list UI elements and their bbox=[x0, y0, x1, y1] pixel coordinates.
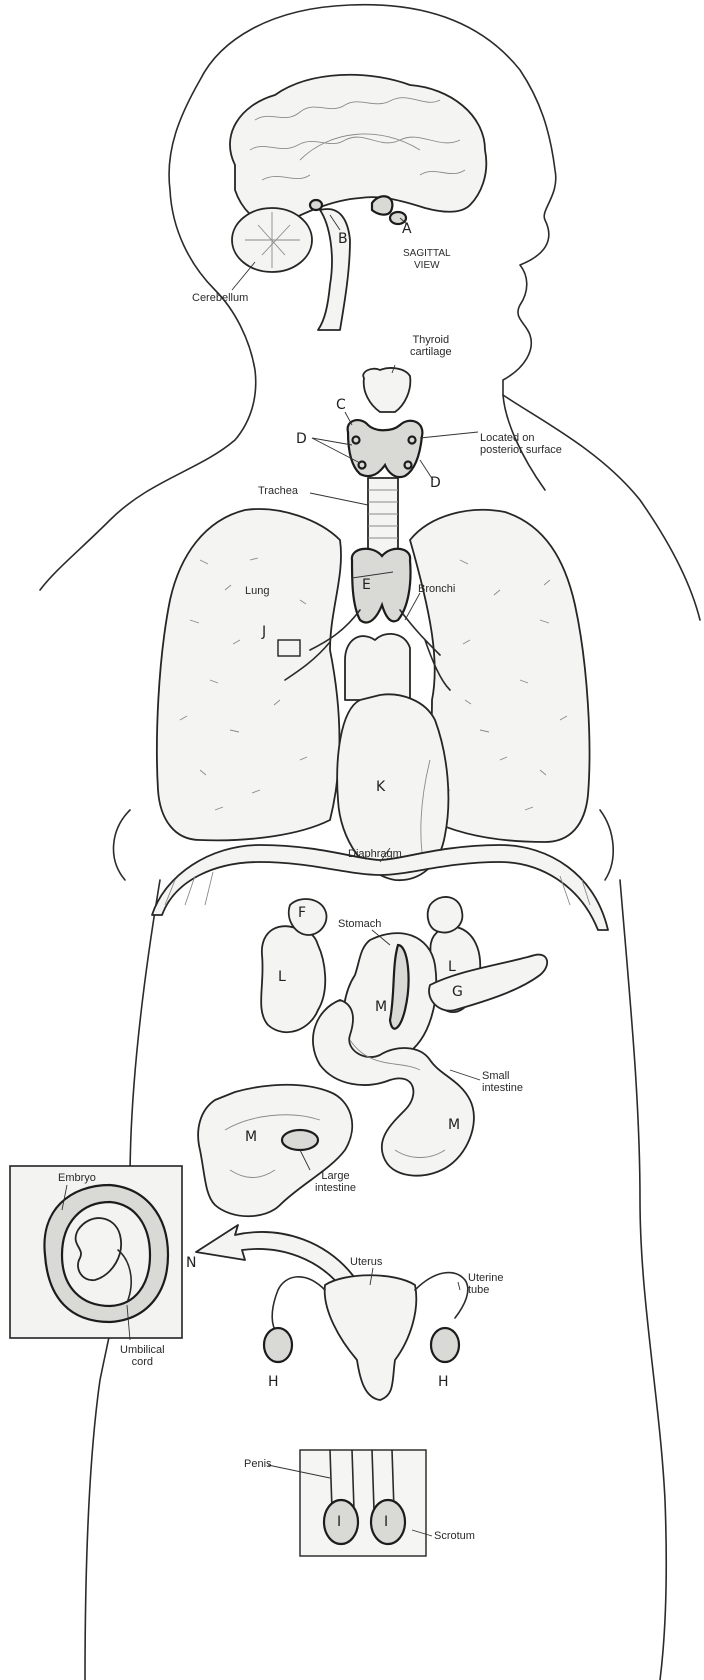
letter-m-intestine: M bbox=[448, 1118, 460, 1132]
letter-j: J bbox=[262, 625, 266, 639]
letter-d-left: D bbox=[296, 432, 307, 446]
letter-e: E bbox=[362, 578, 371, 592]
letter-m-stomach: M bbox=[375, 1000, 387, 1014]
letter-d-right: D bbox=[430, 476, 441, 490]
label-uterus: Uterus bbox=[350, 1256, 382, 1268]
right-ovary bbox=[431, 1328, 459, 1362]
label-scrotum: Scrotum bbox=[434, 1530, 475, 1542]
liver-left bbox=[261, 926, 325, 1032]
cerebrum bbox=[230, 75, 486, 226]
letter-l-right: L bbox=[448, 960, 456, 974]
label-sagittal-view: SAGITTAL VIEW bbox=[403, 248, 451, 272]
male-box bbox=[300, 1450, 426, 1556]
label-located-on: Located on posterior surface bbox=[480, 432, 562, 456]
letter-l-left: L bbox=[278, 970, 286, 984]
body-right-torso bbox=[620, 880, 666, 1680]
label-trachea: Trachea bbox=[258, 485, 298, 497]
waist-right-curve bbox=[600, 810, 613, 880]
letter-k: K bbox=[376, 780, 385, 794]
brainstem bbox=[318, 209, 350, 330]
letter-g: G bbox=[452, 985, 463, 999]
label-lung: Lung bbox=[245, 585, 269, 597]
great-vessels bbox=[345, 634, 410, 700]
letter-b: B bbox=[338, 232, 348, 246]
waist-left-curve bbox=[114, 810, 130, 880]
large-intestine-shape bbox=[198, 1085, 352, 1216]
label-bronchi: Bronchi bbox=[418, 583, 455, 595]
letter-c: C bbox=[336, 398, 346, 412]
letter-i-right: I bbox=[384, 1515, 388, 1529]
liver-top-right bbox=[428, 897, 463, 933]
letter-h-left: H bbox=[268, 1375, 279, 1389]
letter-i-left: I bbox=[337, 1515, 341, 1529]
label-diaphragm: Diaphragm bbox=[348, 848, 402, 860]
letter-a: A bbox=[402, 222, 412, 236]
pineal-gland bbox=[310, 200, 322, 210]
uterus-shape bbox=[325, 1275, 417, 1400]
letter-n: N bbox=[186, 1256, 196, 1270]
right-uterine-tube bbox=[415, 1273, 468, 1318]
label-uterine-tube: Uterine tube bbox=[468, 1272, 503, 1296]
stomach-shape bbox=[343, 933, 436, 1061]
larynx bbox=[363, 368, 410, 412]
label-embryo: Embryo bbox=[58, 1172, 96, 1184]
label-thyroid-cartilage: Thyroid cartilage bbox=[410, 334, 452, 358]
letter-h-right: H bbox=[438, 1375, 449, 1389]
left-ovary bbox=[264, 1328, 292, 1362]
label-cerebellum: Cerebellum bbox=[192, 292, 248, 304]
pituitary-gland-a bbox=[372, 196, 392, 214]
label-umbilical-cord: Umbilical cord bbox=[120, 1344, 165, 1368]
label-stomach: Stomach bbox=[338, 918, 381, 930]
left-uterine-tube bbox=[272, 1277, 325, 1330]
label-large-intestine: Large intestine bbox=[315, 1170, 356, 1194]
letter-f: F bbox=[298, 906, 306, 920]
label-penis: Penis bbox=[244, 1458, 272, 1470]
thyroid-gland bbox=[348, 420, 423, 477]
left-lung bbox=[157, 509, 341, 840]
label-small-intestine: Small intestine bbox=[482, 1070, 523, 1094]
letter-m-large: M bbox=[245, 1130, 257, 1144]
